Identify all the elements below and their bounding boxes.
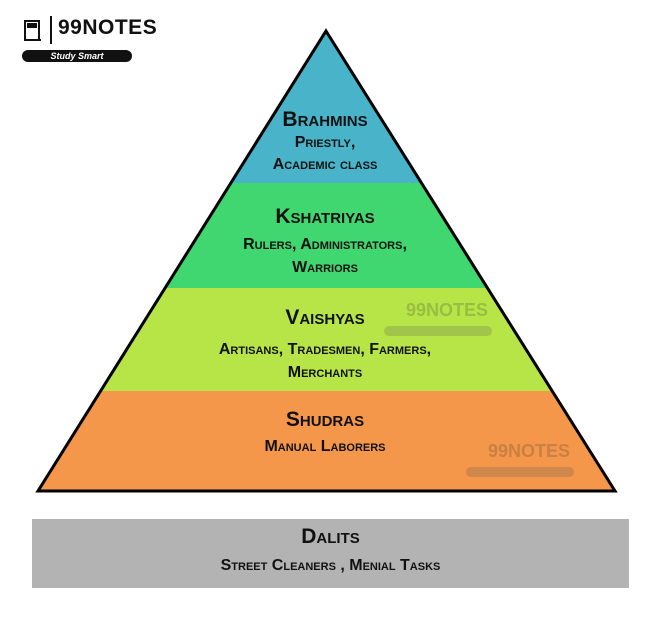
tier-kshatriyas-desc-1: Rulers, Administrators, (243, 236, 407, 253)
tier-shudras-shape (38, 391, 615, 491)
tier-brahmins-desc-2: Academic class (272, 156, 378, 173)
tier-brahmins-title: Brahmins (282, 108, 368, 131)
logo-tagline: Study Smart (50, 51, 104, 61)
notebook-icon (24, 20, 41, 41)
tier-vaishyas-title: Vaishyas (285, 306, 365, 329)
tier-brahmins-shape (232, 31, 421, 183)
watermark-tagline-bar (466, 467, 574, 477)
base-dalits-bar: Dalits Street Cleaners , Menial Tasks (32, 519, 629, 588)
pyramid-outline (35, 28, 618, 493)
tier-vaishyas-shape (100, 288, 553, 391)
watermark-tagline-bar (384, 326, 492, 336)
tier-kshatriyas-title: Kshatriyas (275, 205, 375, 228)
tier-shudras-desc-1: Manual Laborers (264, 438, 386, 455)
logo-name: 99NOTES (58, 16, 158, 39)
brand-logo: 99NOTES Study Smart (20, 14, 157, 62)
watermark-name: 99NOTES (406, 300, 489, 320)
tier-kshatriyas-desc-2: Warriors (292, 259, 358, 276)
tier-vaishyas-desc-1: Artisans, Tradesmen, Farmers, (218, 341, 432, 358)
logo-separator (50, 16, 52, 44)
watermark-name: 99NOTES (488, 441, 571, 461)
tier-kshatriyas-shape (166, 183, 487, 288)
watermark-logo: 99NOTES (466, 441, 576, 481)
logo-tagline-bar: Study Smart (22, 50, 132, 62)
base-dalits-title: Dalits (301, 525, 360, 548)
tier-vaishyas-desc-2: Merchants (287, 364, 363, 381)
watermark-logo: 99NOTES (384, 300, 494, 340)
tier-shudras-title: Shudras (285, 408, 365, 431)
caste-pyramid (35, 28, 618, 493)
tier-brahmins-desc-1: Priestly, (294, 134, 356, 151)
base-dalits-desc: Street Cleaners , Menial Tasks (220, 557, 441, 574)
